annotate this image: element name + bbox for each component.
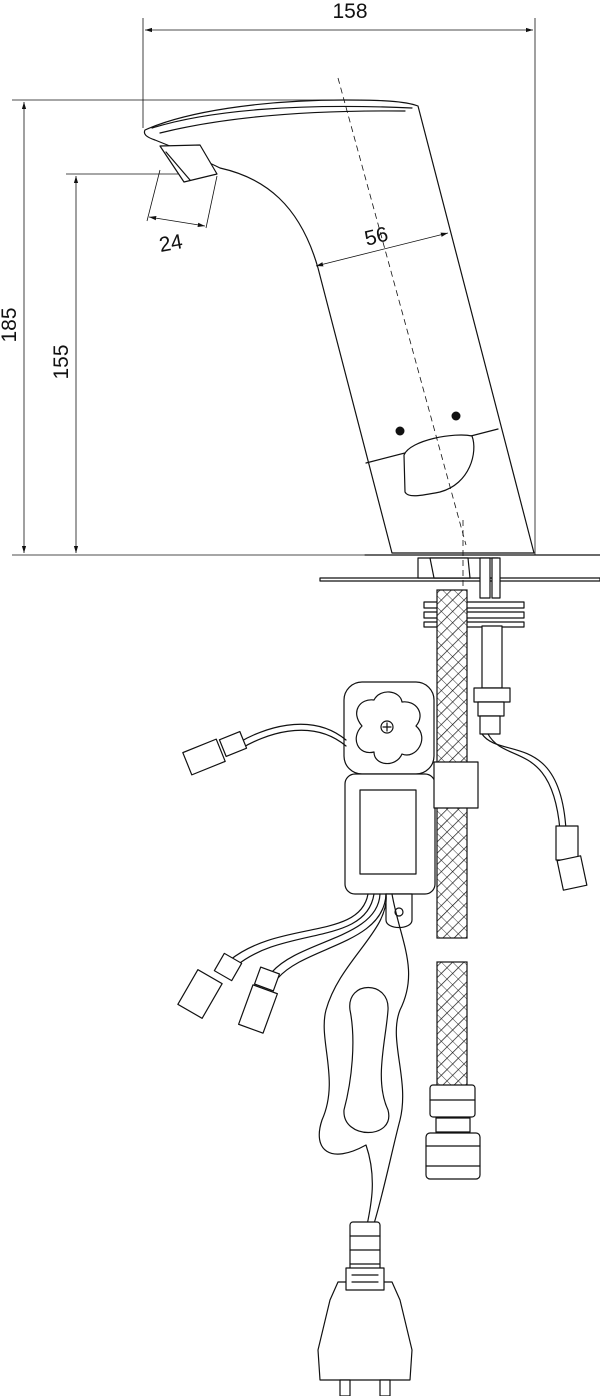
dimension-overall-height: 185 [0,99,392,556]
lower-connectors [177,893,387,1034]
countertop [319,520,600,628]
faucet-body [143,77,535,554]
dimension-aerator-width: 24 [146,169,218,257]
dimension-spout-height: 155 [50,173,190,553]
valve-connector-right [473,625,588,891]
dimension-body-width: 56 [315,223,449,267]
control-box [182,681,479,929]
overall-height-label: 185 [0,307,21,342]
aerator-width-label: 24 [157,230,184,257]
spout-height-label: 155 [50,344,73,379]
overall-width-label: 158 [332,0,367,23]
power-cord-plug [317,893,413,1396]
dimension-overall-width: 158 [142,0,536,555]
body-width-label: 56 [362,223,390,251]
